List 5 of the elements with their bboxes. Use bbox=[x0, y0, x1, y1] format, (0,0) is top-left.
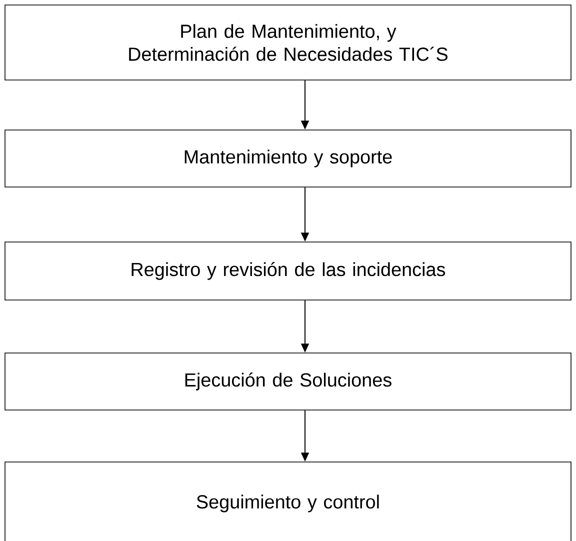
process-box: Registro y revisión de las incidencias bbox=[4, 242, 572, 300]
process-box: Seguimiento y control bbox=[4, 462, 572, 541]
process-box: Mantenimiento y soporte bbox=[4, 130, 572, 188]
process-box: Ejecución de Soluciones bbox=[4, 352, 572, 410]
process-box: Plan de Mantenimiento, y Determinación de Necesidades TIC´S bbox=[4, 4, 572, 80]
